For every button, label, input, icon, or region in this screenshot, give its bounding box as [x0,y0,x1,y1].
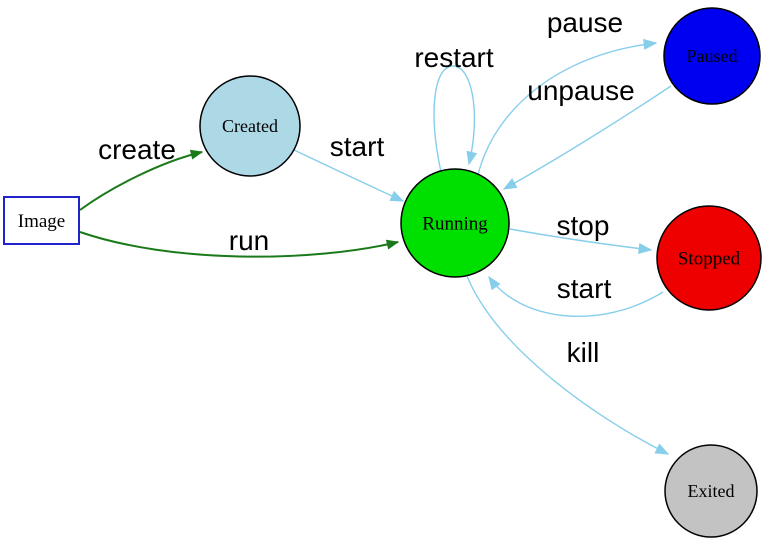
edge-label-restart: restart [414,42,494,73]
labels-layer: create run start restart pause unpause stop sta… [98,7,635,368]
edge-label-run: run [229,225,269,256]
node-label-paused: Paused [687,46,738,66]
edge-label-start-created-running: start [330,131,385,162]
edge-stop [509,228,653,254]
edge-label-pause: pause [547,7,623,38]
edge-run [79,231,400,258]
edge-unpause [502,85,672,190]
node-exited [664,444,758,538]
edge-restart [433,65,478,173]
edge-start-created-running [293,149,405,202]
node-image [3,196,80,245]
edge-kill [466,275,670,455]
edge-label-unpause: unpause [527,75,634,106]
edge-create [79,149,204,211]
edge-label-create: create [98,134,176,165]
edge-label-kill: kill [567,337,600,368]
node-stopped [656,205,762,311]
node-paused [663,7,761,105]
edge-start-stopped-running [488,275,664,317]
node-created [199,75,301,177]
edge-label-stop: stop [557,210,610,241]
node-label-stopped: Stopped [678,248,741,269]
edge-pause [477,38,658,176]
edges-layer [79,38,672,455]
node-label-image: Image [18,211,65,232]
node-label-running: Running [422,213,488,234]
edge-label-start-stopped-running: start [557,273,612,304]
node-label-exited: Exited [688,481,735,501]
node-label-created: Created [222,116,278,136]
node-running [400,168,510,278]
